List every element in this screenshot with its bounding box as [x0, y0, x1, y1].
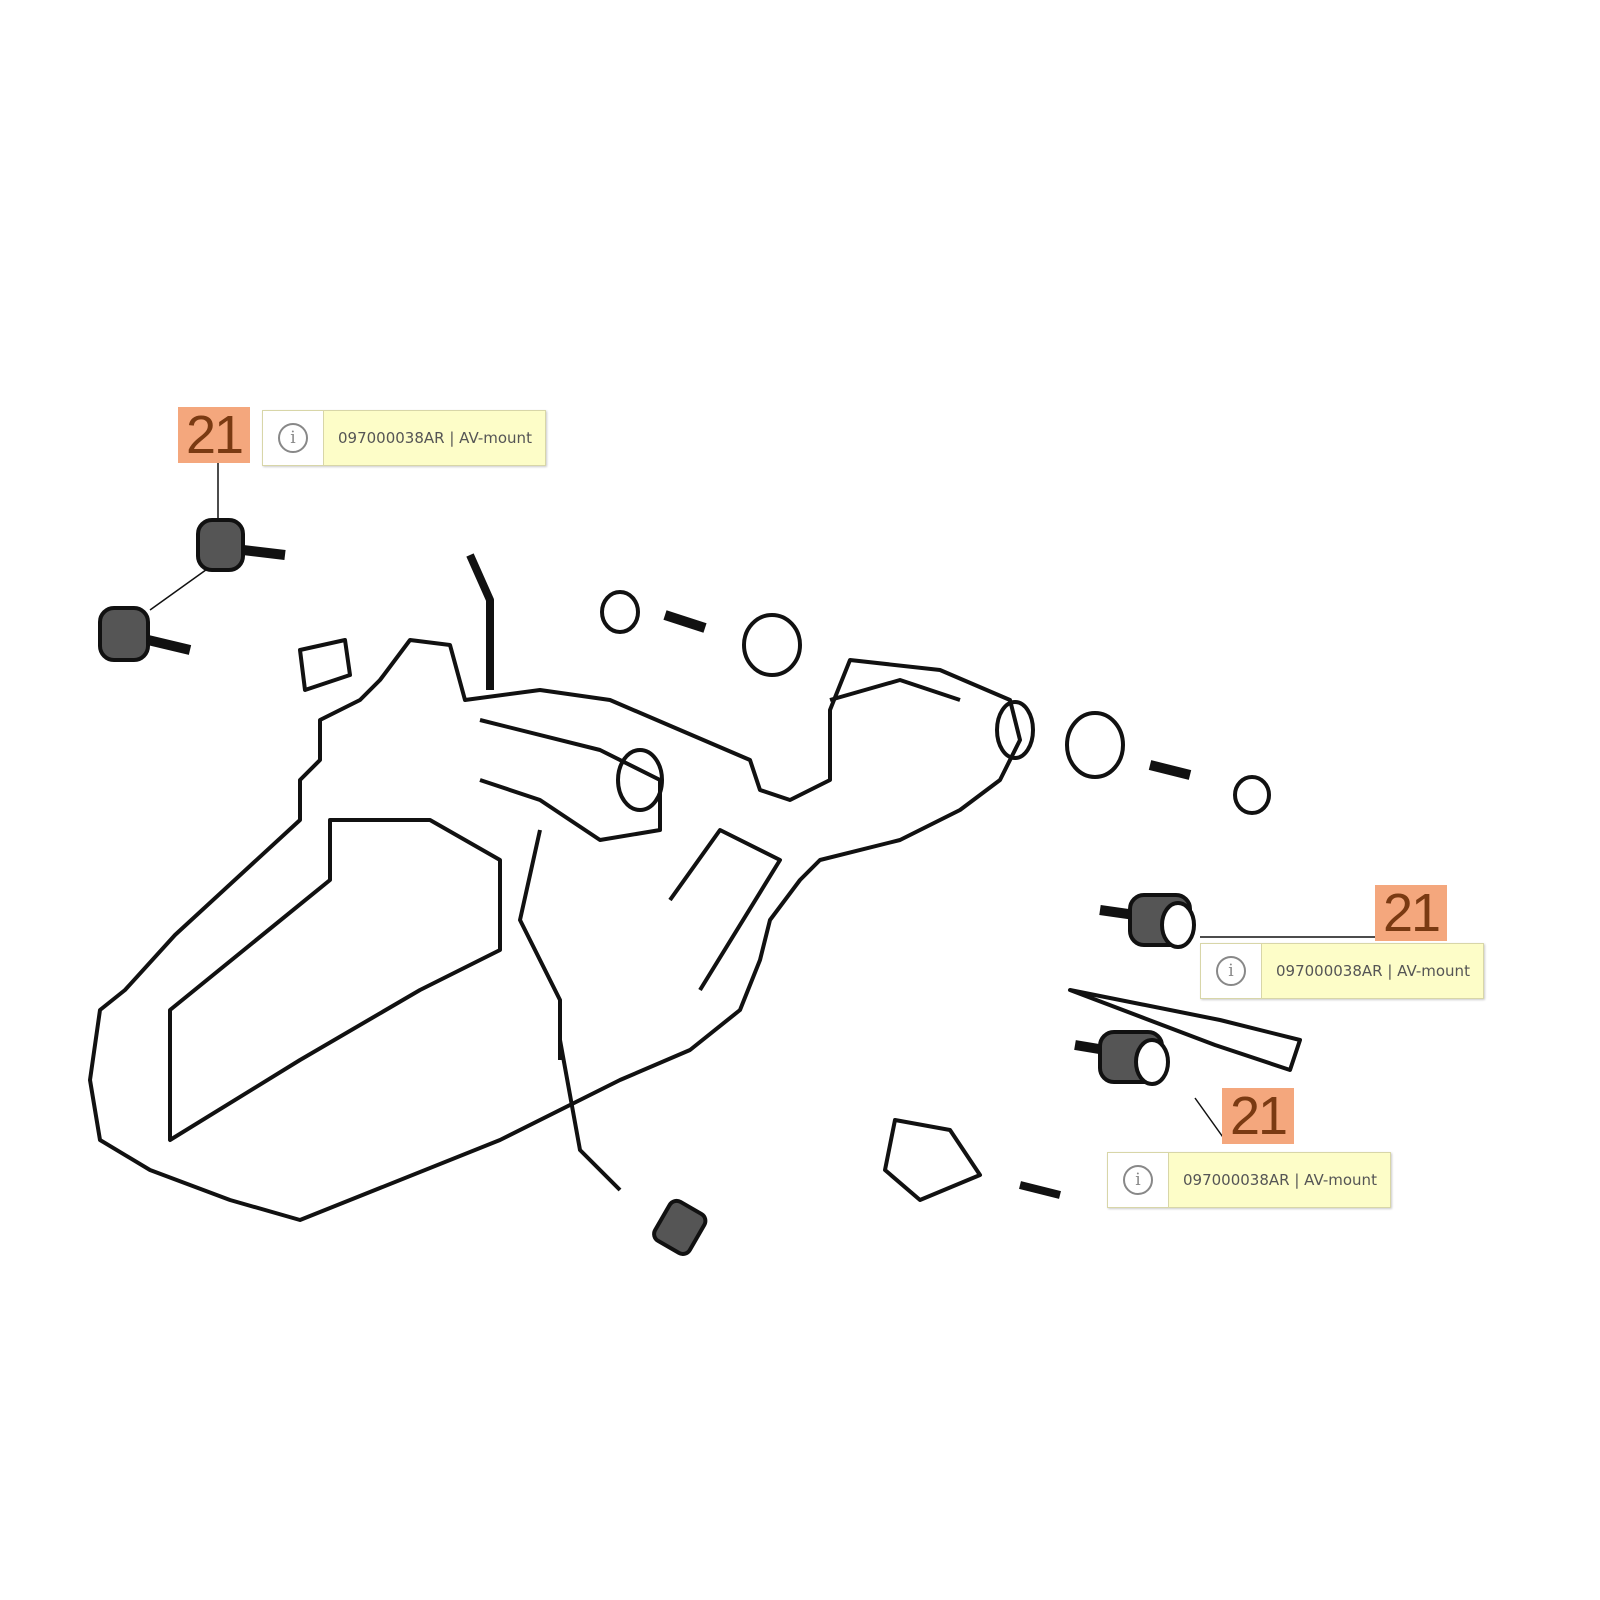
callout-number-21[interactable]: 21	[1222, 1088, 1294, 1144]
av-mount-2	[98, 606, 192, 662]
av-mount-1	[196, 518, 286, 572]
part-label: 097000038AR | AV-mount	[1183, 1171, 1377, 1189]
info-icon[interactable]: i	[1201, 944, 1262, 998]
av-mount-3	[1099, 893, 1196, 949]
part-tooltip[interactable]: i 097000038AR | AV-mount	[262, 410, 546, 466]
info-icon[interactable]: i	[1108, 1153, 1169, 1207]
callout-number-21[interactable]: 21	[1375, 885, 1447, 941]
part-tooltip[interactable]: i 097000038AR | AV-mount	[1200, 943, 1484, 999]
part-label: 097000038AR | AV-mount	[338, 429, 532, 447]
av-mount-4	[1074, 1030, 1170, 1086]
callout-number-21[interactable]: 21	[178, 407, 250, 463]
small-parts	[298, 590, 1302, 1256]
part-label: 097000038AR | AV-mount	[1276, 962, 1470, 980]
part-tooltip[interactable]: i 097000038AR | AV-mount	[1107, 1152, 1391, 1208]
handle-body	[88, 553, 1035, 1222]
info-icon[interactable]: i	[263, 411, 324, 465]
